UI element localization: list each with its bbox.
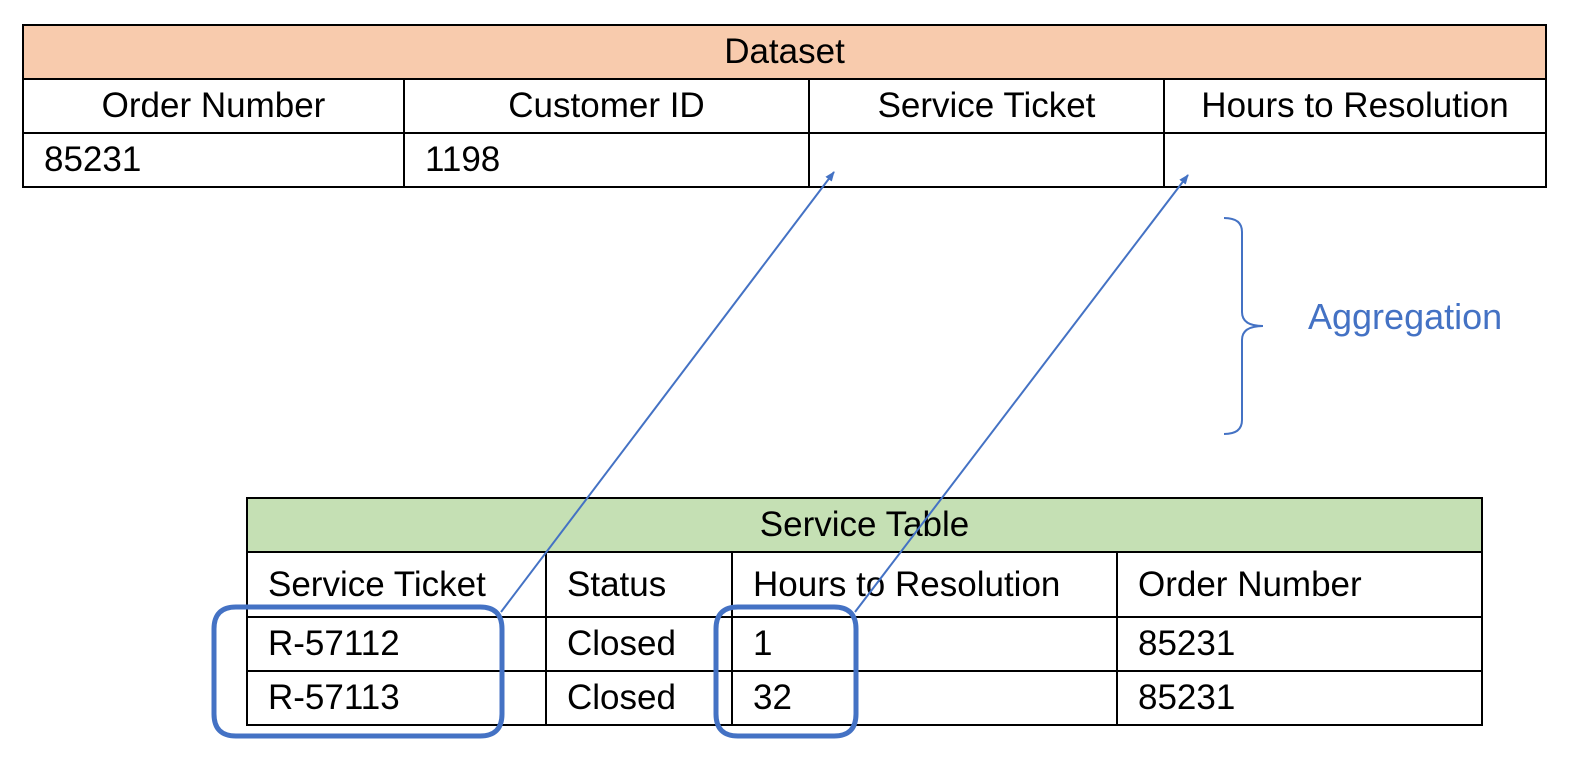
- service-cell-hours: 1: [731, 616, 1118, 672]
- dataset-cell-service-ticket: [808, 132, 1165, 188]
- service-header-status: Status: [545, 551, 733, 618]
- service-table-title: Service Table: [245, 497, 1484, 553]
- dataset-cell-order-number: 85231: [22, 132, 405, 188]
- service-cell-order-number: 85231: [1115, 616, 1484, 672]
- highlight-box-hours: [713, 604, 859, 739]
- service-cell-status: Closed: [545, 616, 733, 672]
- aggregation-brace: [1223, 217, 1264, 435]
- arrow-service-ticket: [500, 171, 835, 613]
- dataset-title: Dataset: [22, 24, 1547, 80]
- service-table: Service Table Service Ticket Status Hour…: [245, 497, 1484, 726]
- service-cell-hours: 32: [731, 670, 1118, 726]
- arrow-hours-to-resolution: [854, 174, 1189, 613]
- service-cell-ticket: R-57113: [246, 670, 547, 726]
- dataset-header-hours-to-resolution: Hours to Resolution: [1163, 78, 1547, 134]
- service-cell-order-number: 85231: [1115, 670, 1484, 726]
- service-header-order-number: Order Number: [1115, 551, 1484, 618]
- dataset-cell-hours-to-resolution: [1163, 132, 1547, 188]
- dataset-header-order-number: Order Number: [22, 78, 405, 134]
- table-row: R-57113 Closed 32 85231: [246, 670, 1484, 726]
- service-cell-status: Closed: [545, 670, 733, 726]
- dataset-table: Dataset Order Number Customer ID Service…: [22, 24, 1547, 188]
- dataset-cell-customer-id: 1198: [403, 132, 810, 188]
- aggregation-label: Aggregation: [1308, 296, 1503, 337]
- table-row: R-57112 Closed 1 85231: [246, 616, 1484, 672]
- dataset-header-customer-id: Customer ID: [403, 78, 810, 134]
- highlight-box-service-tickets: [211, 604, 505, 739]
- service-header-hours-to-resolution: Hours to Resolution: [731, 551, 1118, 618]
- service-cell-ticket: R-57112: [246, 616, 547, 672]
- dataset-header-service-ticket: Service Ticket: [808, 78, 1165, 134]
